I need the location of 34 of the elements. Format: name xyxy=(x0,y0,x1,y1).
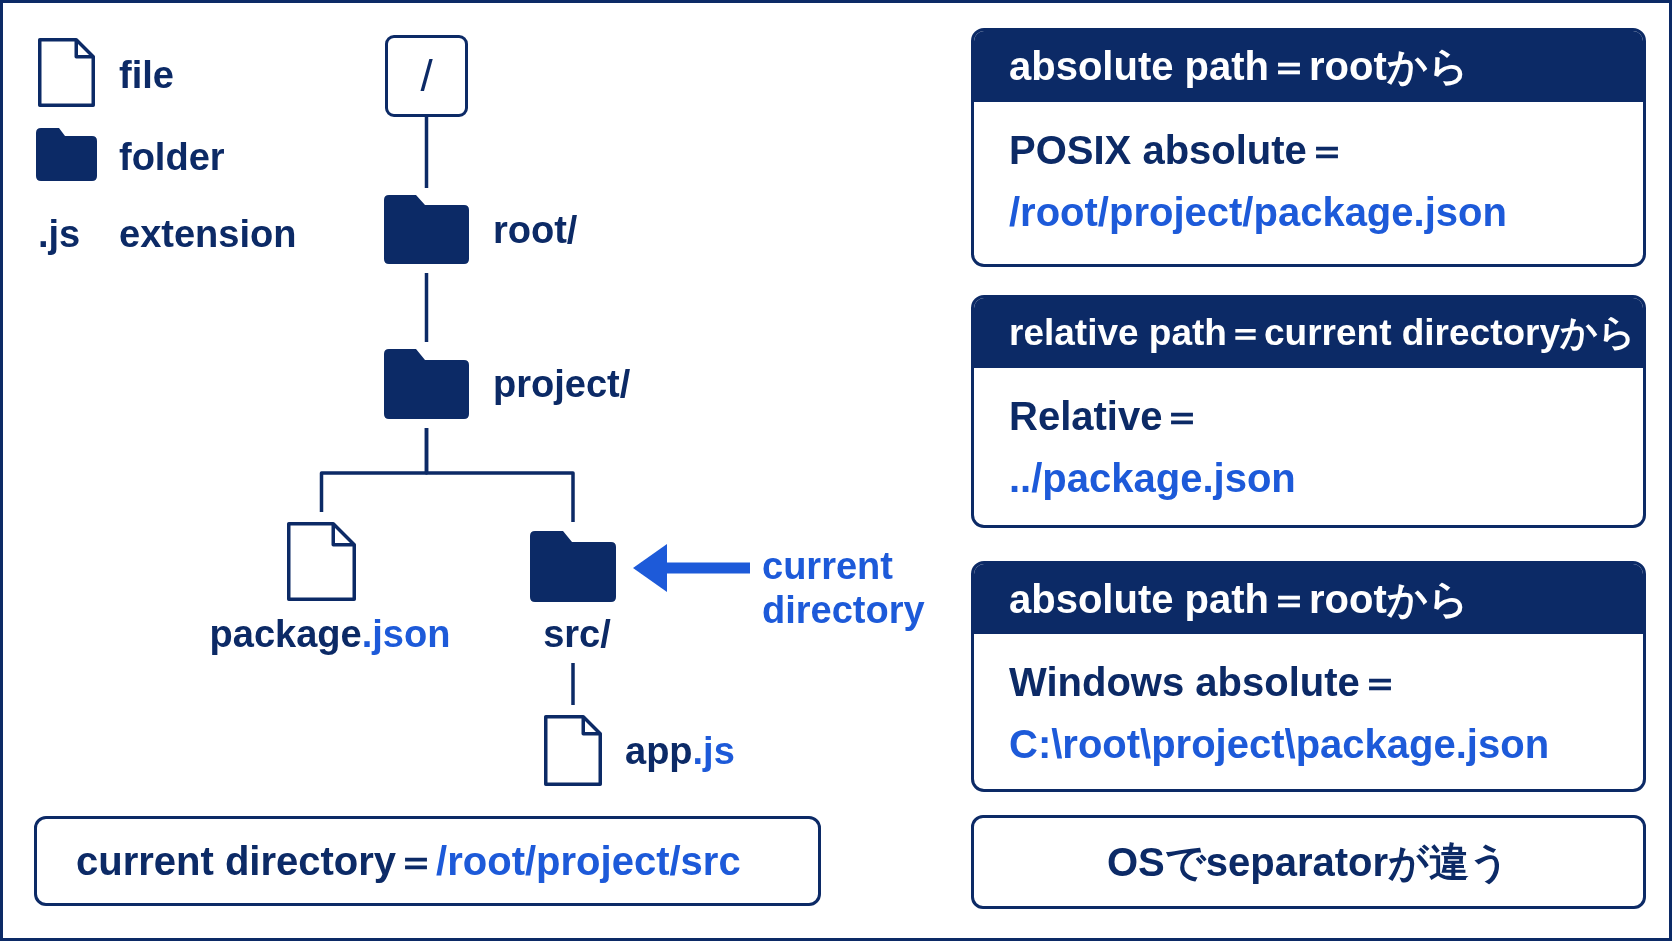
callout-label: current directory xyxy=(750,544,940,632)
body-text: Windows absolute＝ xyxy=(1009,659,1400,706)
panel-header: absolute path＝rootから xyxy=(974,31,1643,102)
path-text: C:\root\project\package.json xyxy=(1009,721,1550,768)
file-label: package xyxy=(209,613,362,655)
path-text: /root/project/src xyxy=(436,838,741,885)
info-panel xyxy=(971,561,1646,792)
connector-line xyxy=(424,117,429,188)
folder-label: project/ xyxy=(493,363,631,405)
body-text: POSIX absolute＝ xyxy=(1009,127,1347,174)
file-label: app xyxy=(625,729,693,772)
panel-header: absolute path＝rootから xyxy=(974,564,1643,634)
caption-text: current directory＝ xyxy=(76,838,437,885)
folder-label: src/ xyxy=(543,613,611,655)
connector-line xyxy=(424,428,575,522)
extension-label: .json xyxy=(361,613,451,655)
body-text: Relative＝ xyxy=(1009,393,1203,440)
node-box: / xyxy=(385,35,468,117)
folder-label: root/ xyxy=(493,208,578,251)
extension-label: .js xyxy=(692,729,735,772)
path-text: ../package.json xyxy=(1009,455,1296,502)
info-panel xyxy=(971,28,1646,267)
arrow xyxy=(633,544,750,592)
legend-label: folder xyxy=(119,135,225,179)
info-panel xyxy=(971,295,1646,528)
panel-header: relative path＝current directoryから xyxy=(974,298,1643,368)
note-box: OSでseparatorが違う xyxy=(971,815,1646,909)
connector-line xyxy=(424,273,429,342)
info-box xyxy=(34,816,821,906)
legend-label: file xyxy=(119,53,174,97)
path-text: /root/project/package.json xyxy=(1009,189,1507,236)
extension-text: .js xyxy=(38,212,81,256)
connector-line xyxy=(571,663,575,705)
legend-label: extension xyxy=(119,212,297,256)
